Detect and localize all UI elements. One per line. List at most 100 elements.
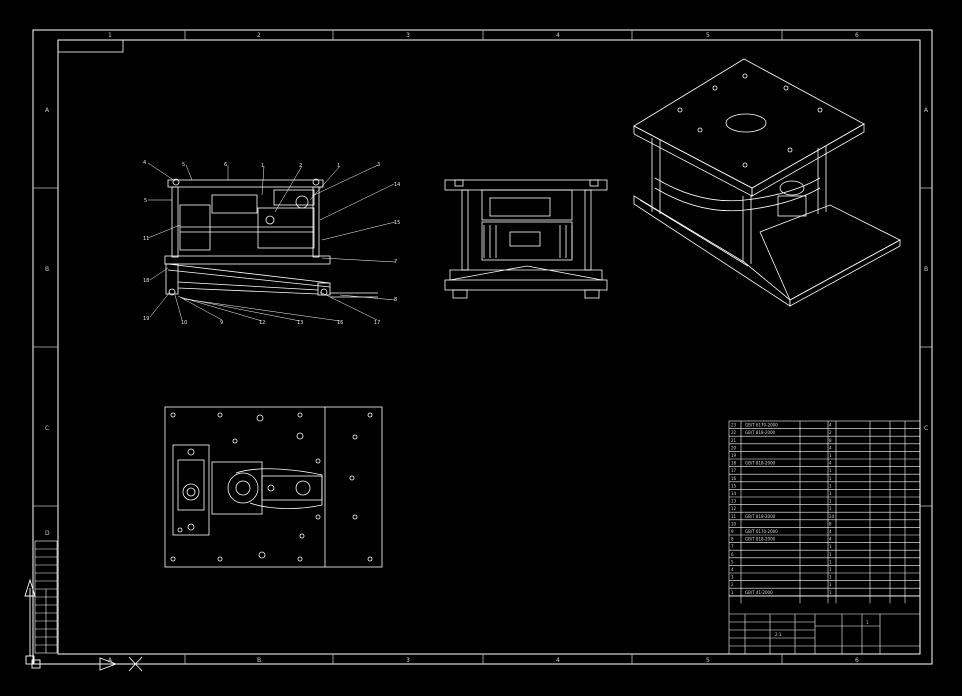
callout: 19 [143,316,149,322]
bom-cell-code: GB/T 6170-2000 [745,423,778,428]
bom-cell-no: 8 [731,537,734,542]
bom-cell-qty: 1 [829,506,832,511]
bom-cell-no: 12 [731,506,737,511]
front-view-callouts: 4 5 6 1 2 1 3 5 11 14 15 7 8 18 19 10 9 … [143,160,400,326]
title-block-text: 2:1 1 [775,620,869,637]
bom-cell-qty: 1 [829,499,832,504]
callout: 4 [143,160,146,166]
callout: 12 [259,320,265,326]
scale-value: 2:1 [775,632,782,637]
zone-bottom-5: 5 [706,657,710,664]
inner-frame [57,39,921,655]
zone-right-c: C [924,425,928,432]
bom-cell-qty: 4 [829,537,832,542]
zone-bottom-3: 3 [406,657,410,664]
zone-top-1: 1 [108,32,112,39]
zone-left-c: C [45,425,49,432]
front-view-leaders [147,162,396,322]
callout: 13 [297,320,303,326]
front-view [164,178,378,298]
zone-labels: 1 2 3 4 5 6 A B 3 4 5 6 A B C D A B C [45,32,929,664]
bom-cell-no: 19 [731,453,737,458]
bom-cell-no: 11 [731,514,737,519]
bom-cell-qty: 1 [829,582,832,587]
zone-bottom-1: A [108,657,113,664]
callout: 6 [224,162,227,168]
bom-cell-qty: 1 [829,567,832,572]
zone-bottom-4: 4 [556,657,560,664]
bom-cell-no: 22 [731,430,737,435]
bom-cell-qty: 1 [829,575,832,580]
zone-left-b: B [45,266,49,273]
bom-cell-no: 5 [731,559,734,564]
callout: 5 [182,162,185,168]
callout: 17 [374,320,380,326]
callout: 10 [181,320,187,326]
callout: 9 [220,320,223,326]
bom-cell-no: 15 [731,483,737,488]
zone-top-6: 6 [855,32,859,39]
bom-cell-qty: 1 [829,559,832,564]
bom-cell-qty: 4 [829,461,832,466]
bom-cell-code: GB/T 818-2000 [745,514,776,519]
bom-cell-qty: 24 [829,514,835,519]
side-view [444,179,608,299]
zone-left-d: D [45,530,50,537]
bom-cell-code: GB/T 41-2000 [745,590,773,595]
callout: 7 [394,259,397,265]
bom-cell-no: 2 [731,582,734,587]
bom-cell-no: 17 [731,468,737,473]
callout: 8 [394,297,397,303]
callout: 1 [261,163,264,169]
bom-cell-code: GB/T 818-2000 [745,537,776,542]
bom-cell-qty: 1 [829,544,832,549]
bom-cell-qty: 4 [829,445,832,450]
bom-cell-no: 7 [731,544,734,549]
bom-cell-qty: 4 [829,529,832,534]
zone-bottom-6: 6 [855,657,859,664]
callout: 11 [143,236,149,242]
bom-cell-no: 4 [731,567,734,572]
zone-ticks [33,30,932,664]
bom-cell-no: 14 [731,491,737,496]
zone-right-b: B [924,266,928,273]
sheet-value: 1 [866,620,869,625]
bom-cell-qty: 1 [829,468,832,473]
bom-cell-qty: 8 [829,438,832,443]
bom-cell-code: GB/T 818-2000 [745,430,776,435]
callout: 16 [337,320,343,326]
callout: 18 [143,278,149,284]
bom-cell-no: 6 [731,552,734,557]
ucs-icon [24,578,143,672]
zone-top-3: 3 [406,32,410,39]
callout: 2 [299,163,302,169]
bom-cell-no: 13 [731,499,737,504]
bom-cell-qty: 1 [829,491,832,496]
bom-cell-qty: 1 [829,476,832,481]
bom-cell-no: 10 [731,521,737,526]
zone-bottom-2: B [257,657,261,664]
zone-top-4: 4 [556,32,560,39]
bom-cell-no: 21 [731,438,737,443]
zone-right-a: A [924,107,929,114]
bom-cell-qty: 4 [829,423,832,428]
bom-cell-code: GB/T 818-2000 [745,461,776,466]
bom-cell-no: 1 [731,590,734,595]
bom-cell-qty: 1 [829,483,832,488]
left-revision-strip [34,540,58,654]
outer-border [32,29,933,665]
callout: 3 [377,162,380,168]
callout: 5 [144,198,147,204]
orientation-box [57,39,124,53]
top-view [164,406,383,568]
callout: 15 [394,220,400,226]
bom-cell-qty: 2 [829,430,832,435]
bom-cell-qty: 8 [829,521,832,526]
bom-cell-qty: 1 [829,453,832,458]
isometric-view [633,58,901,307]
bom-table [728,420,921,604]
bom-cell-qty: 1 [829,552,832,557]
callout: 1 [337,163,340,169]
